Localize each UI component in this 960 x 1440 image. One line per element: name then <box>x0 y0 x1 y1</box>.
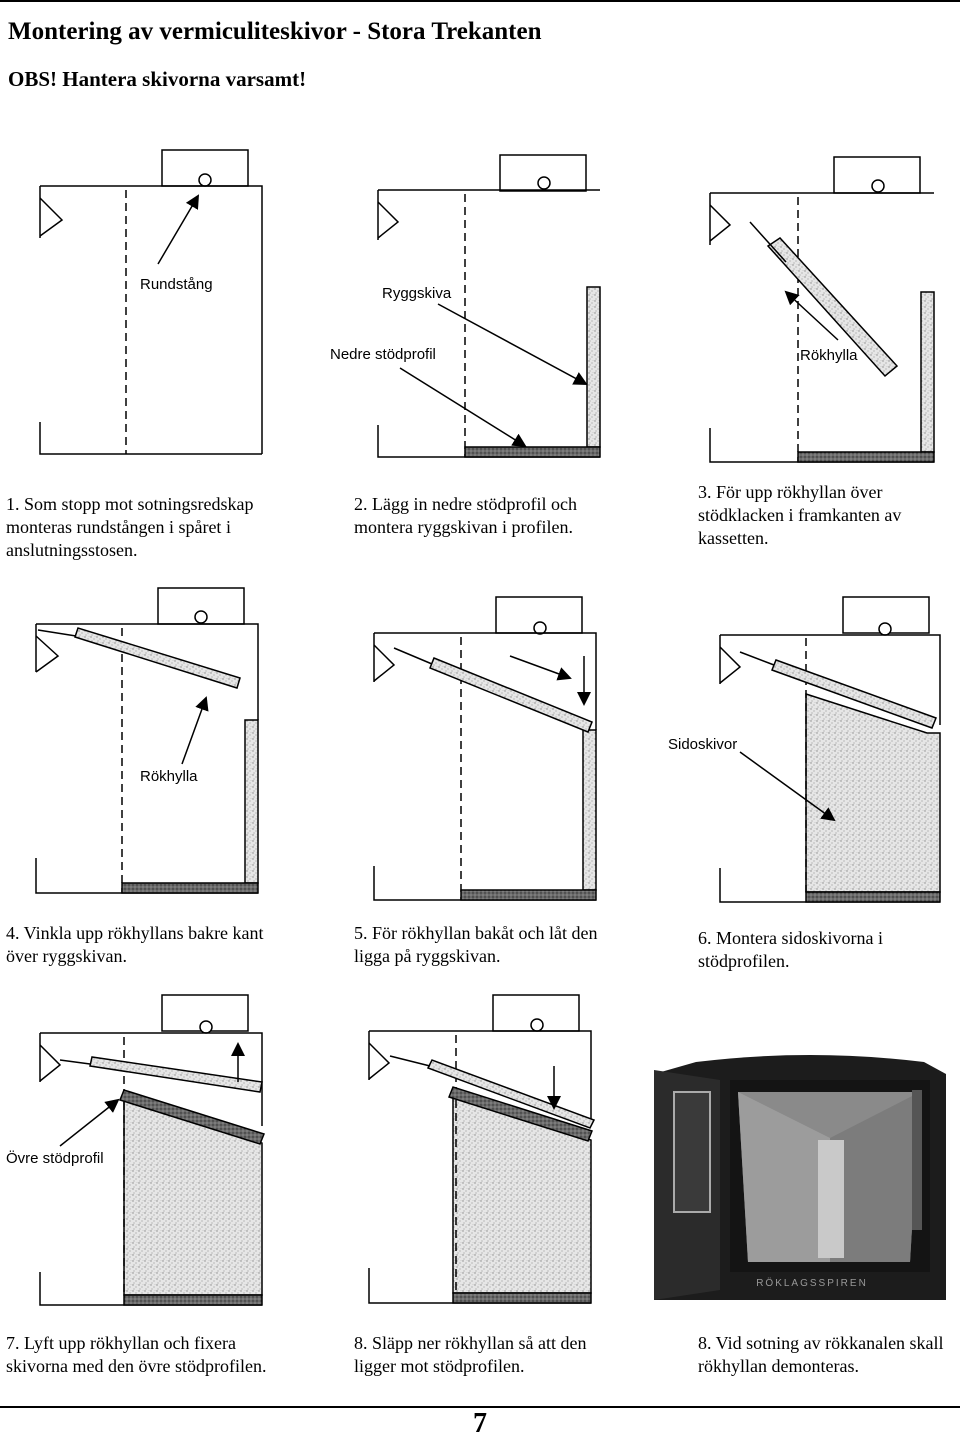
diagram-step-5 <box>373 596 597 901</box>
diagram-step-7 <box>39 994 265 1306</box>
caption-step-7: 7. Lyft upp rökhyllan och fixera skivorn… <box>6 1333 267 1376</box>
top-rule <box>0 0 960 2</box>
label-rokhylla: Rökhylla <box>800 347 858 364</box>
caption-step-3: 3. För upp rökhyllan över stödklacken i … <box>698 482 902 548</box>
diagram-step-6 <box>719 596 941 903</box>
label-rundstang: Rundstång <box>140 276 213 293</box>
label-ryggskiva: Ryggskiva <box>382 285 452 302</box>
page-number: 7 <box>473 1408 487 1439</box>
label-sidoskivor: Sidoskivor <box>668 736 737 753</box>
stove-plate-text: RÖKLAGSSPIREN <box>756 1277 868 1289</box>
caption-step-4: 4. Vinkla upp rökhyllans bakre kant över… <box>6 923 264 966</box>
label-nedre-stodprofil: Nedre stödprofil <box>330 346 436 363</box>
label-rokhylla-4: Rökhylla <box>140 768 198 785</box>
caption-step-2: 2. Lägg in nedre stödprofil och montera … <box>354 494 577 537</box>
caption-step-9: 8. Vid sotning av rökkanalen skall rökhy… <box>698 1333 944 1376</box>
caption-step-1: 1. Som stopp mot sotningsredskap montera… <box>6 494 254 560</box>
bottom-rule <box>0 1406 960 1408</box>
caption-step-5: 5. För rökhyllan bakåt och låt den ligga… <box>354 923 598 966</box>
stove-photo: RÖKLAGSSPIREN <box>654 1055 946 1300</box>
diagram-step-8 <box>368 994 596 1304</box>
label-ovre-stodprofil: Övre stödprofil <box>6 1149 104 1167</box>
caption-step-8: 8. Släpp ner rökhyllan så att den ligger… <box>354 1333 587 1376</box>
caption-step-6: 6. Montera sidoskivorna i stödprofilen. <box>698 928 883 971</box>
page-title: Montering av vermiculiteskivor - Stora T… <box>8 18 542 45</box>
diagram-step-1 <box>39 149 263 455</box>
diagram-step-2 <box>377 154 601 458</box>
diagram-step-3 <box>709 156 935 463</box>
diagram-step-4 <box>35 587 259 894</box>
warning-text: OBS! Hantera skivorna varsamt! <box>8 67 307 91</box>
